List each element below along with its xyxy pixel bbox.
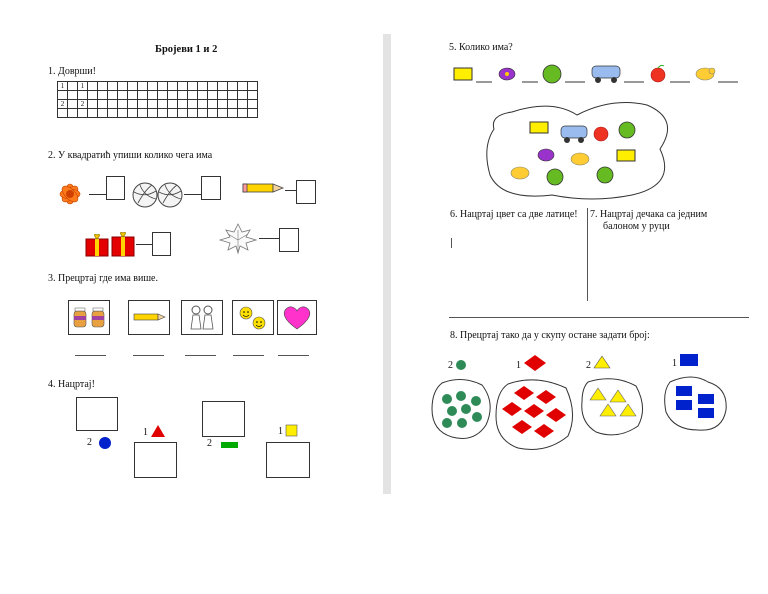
- drawing-box-3[interactable]: [202, 401, 245, 437]
- answer-line[interactable]: [185, 355, 216, 356]
- answer-line[interactable]: [233, 355, 264, 356]
- bug-icon: [498, 67, 516, 81]
- count-label: 2: [207, 438, 212, 449]
- connector-line: [184, 194, 201, 195]
- answer-line[interactable]: [133, 355, 164, 356]
- task7-label-line2: балоном у руци: [603, 221, 670, 232]
- task4-label: 4. Нацртај!: [48, 379, 95, 390]
- cursor-mark: [451, 238, 452, 248]
- green-circles-set: [431, 379, 491, 439]
- task7-label-line1: 7. Нацртај дечака са једним: [590, 209, 708, 220]
- count-label: 2: [448, 360, 453, 371]
- grid-cell-1b: 1: [77, 81, 88, 91]
- yellow-triangle-icon: [593, 355, 611, 369]
- connector-line: [259, 238, 279, 239]
- grid-cell-2b: 2: [77, 99, 88, 109]
- drawing-box-1[interactable]: [76, 397, 118, 431]
- objects-set-blob: [486, 102, 669, 200]
- children-icon: [190, 305, 214, 330]
- leaf-icon: [218, 223, 258, 255]
- pencil-icon: [133, 313, 166, 321]
- picture-card-heart[interactable]: [277, 300, 317, 335]
- number-writing-grid[interactable]: 1 1 2 2: [57, 81, 258, 118]
- blue-circle-icon: [99, 437, 111, 449]
- answer-box-balls[interactable]: [201, 176, 221, 200]
- answer-box-leaf[interactable]: [279, 228, 299, 252]
- count-label: 2: [87, 437, 92, 448]
- connector-line: [285, 190, 296, 191]
- page-gutter: [383, 34, 391, 494]
- page-title: Бројеви 1 и 2: [155, 44, 218, 55]
- heart-icon: [283, 306, 311, 330]
- drawing-box-2[interactable]: [134, 442, 177, 478]
- red-triangle-icon: [151, 425, 165, 437]
- answer-box-pencil[interactable]: [296, 180, 316, 204]
- red-diamond-icon: [524, 355, 546, 371]
- connector-line: [136, 244, 152, 245]
- task8-label: 8. Прецртај тако да у скупу остане задат…: [450, 330, 650, 341]
- picture-card-smileys[interactable]: [232, 300, 274, 335]
- task1-label: 1. Доврши!: [48, 66, 96, 77]
- task5-label: 5. Колико има?: [449, 42, 513, 53]
- connector-line: [89, 194, 106, 195]
- green-rectangle-icon: [221, 442, 238, 448]
- grid-cell-2a: 2: [57, 99, 68, 109]
- jars-icon: [73, 307, 105, 328]
- answer-box-flower[interactable]: [106, 176, 125, 200]
- smiley-faces-icon: [239, 306, 266, 330]
- drawing-box-4[interactable]: [266, 442, 310, 478]
- task-divider-vertical: [587, 208, 588, 301]
- green-circle-icon: [456, 360, 466, 370]
- object-sequence-row: [453, 64, 738, 84]
- yellow-square-icon: [285, 424, 298, 437]
- task2-label: 2. У квадратић упиши колико чега има: [48, 150, 213, 161]
- picture-card-jars[interactable]: [68, 300, 110, 335]
- car-icon: [591, 65, 621, 83]
- answer-line[interactable]: [278, 355, 309, 356]
- count-label: 1: [672, 358, 677, 369]
- answer-box-gifts[interactable]: [152, 232, 171, 256]
- count-label: 2: [586, 360, 591, 371]
- red-diamonds-set: [495, 379, 573, 450]
- grid-cell-1a: 1: [57, 81, 68, 91]
- count-label: 1: [516, 360, 521, 371]
- picture-card-pencil[interactable]: [128, 300, 170, 335]
- section-divider: [449, 317, 749, 318]
- task3-label: 3. Прецртај где има више.: [48, 273, 158, 284]
- task6-label: 6. Нацртај цвет са две латице!: [450, 209, 578, 220]
- gift-boxes-icon: [85, 232, 135, 257]
- pencil-icon: [242, 183, 285, 193]
- volleyball-icon: [132, 182, 183, 208]
- blue-rectangle-icon: [680, 354, 698, 366]
- picture-card-children[interactable]: [181, 300, 223, 335]
- count-label: 1: [278, 426, 283, 437]
- blue-rectangles-set: [664, 376, 727, 431]
- answer-line[interactable]: [75, 355, 106, 356]
- yellow-triangles-set: [581, 378, 643, 436]
- apple-icon: [650, 64, 666, 83]
- bird-icon: [695, 67, 716, 81]
- flower-icon: [59, 183, 81, 205]
- count-label: 1: [143, 427, 148, 438]
